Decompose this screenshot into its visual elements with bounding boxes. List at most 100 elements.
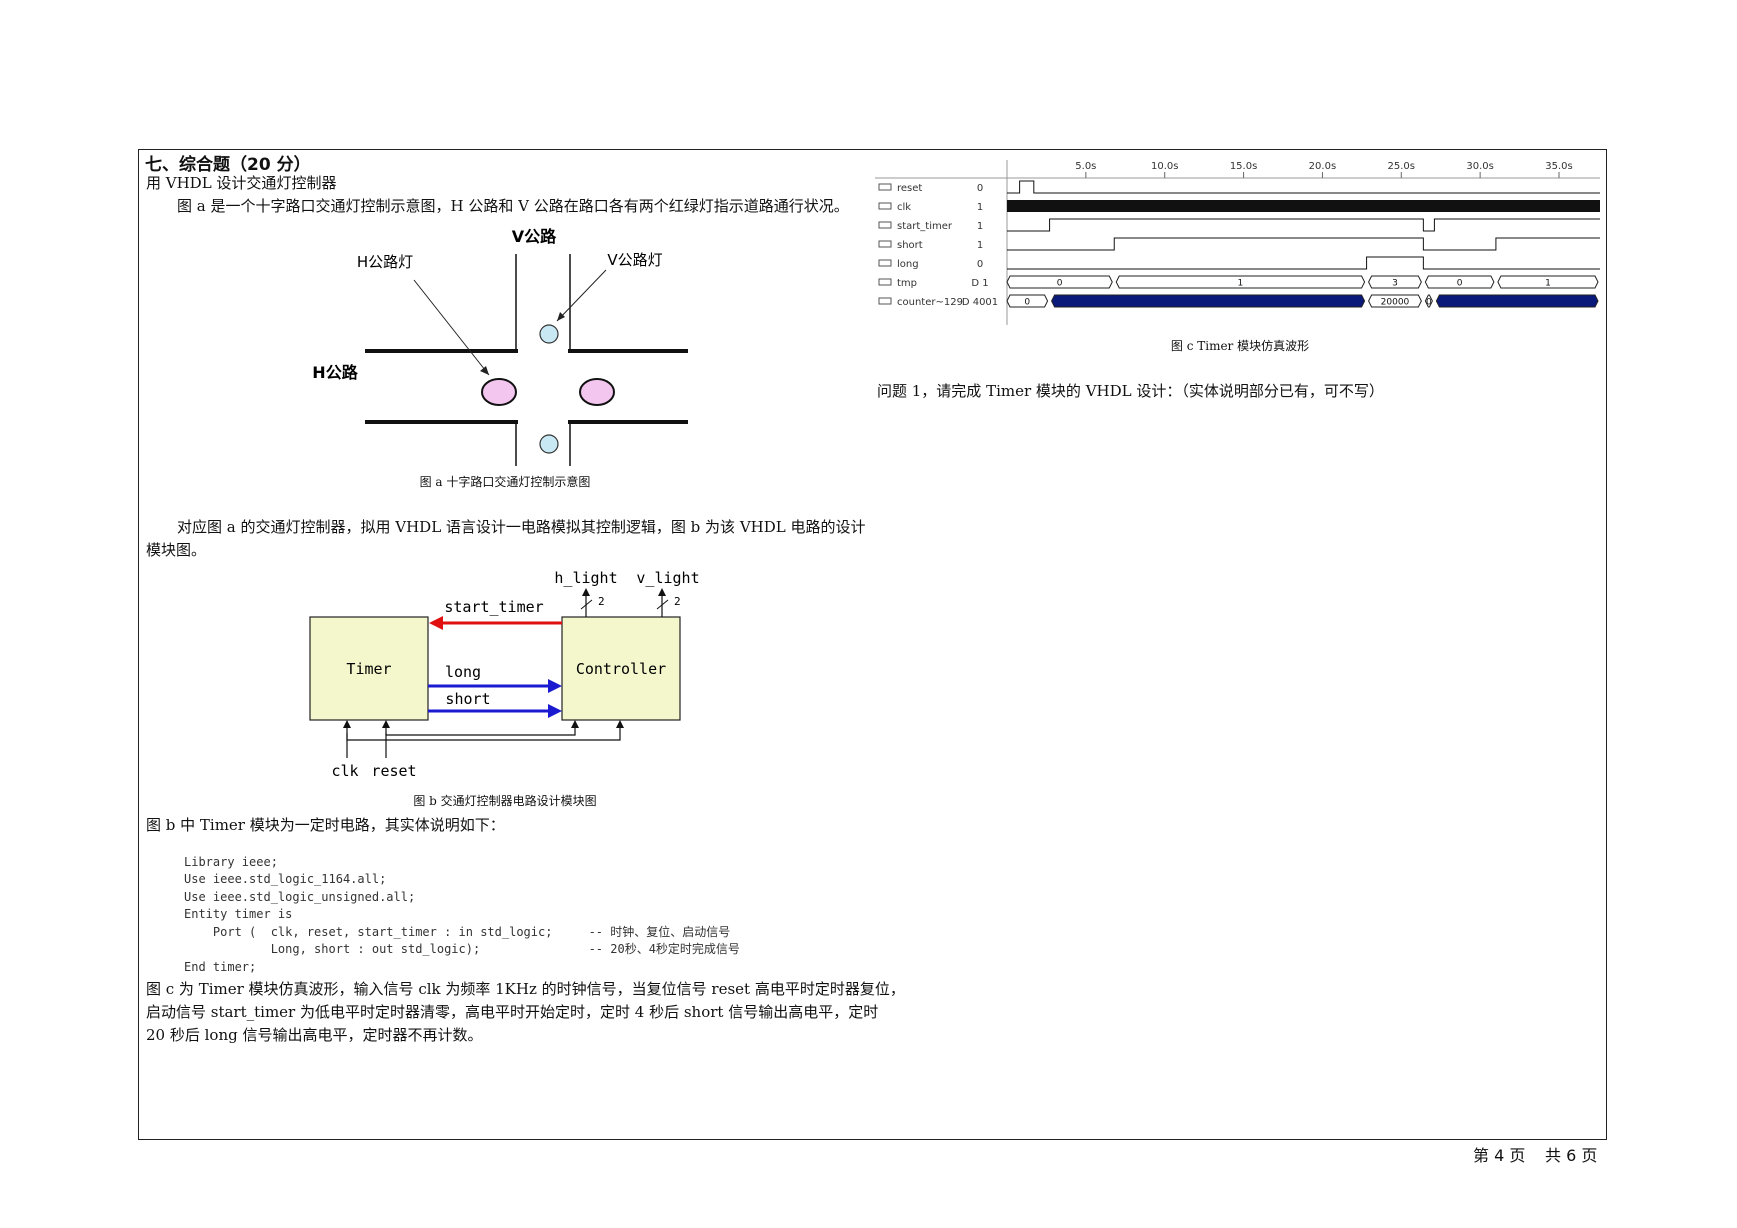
clk-input-arrowhead [343, 720, 351, 728]
h-light-width: 2 [598, 595, 605, 608]
h-light-output-arrowhead [582, 588, 590, 596]
signal-value: D 4001 [962, 297, 998, 308]
para-b-line2: 模块图。 [146, 541, 207, 559]
page-number: 第 4 页 [1473, 1146, 1526, 1165]
signal-type-icon [878, 240, 892, 248]
figure-a-intersection: V公路 H公路灯 V公路灯 H公路 [312, 227, 688, 466]
time-tick-label: 15.0s [1230, 161, 1257, 172]
h-road-label: H公路 [312, 363, 358, 382]
section-subtitle: 用 VHDL 设计交通灯控制器 [146, 174, 337, 192]
bus-segment [1006, 275, 1113, 289]
h-light-arrowhead [480, 366, 489, 375]
clk-to-controller-arrowhead [616, 720, 624, 728]
short-arrowhead [548, 704, 562, 718]
signal-name: start_timer [897, 221, 953, 232]
exam-frame [138, 149, 1607, 1140]
start-timer-trace [1007, 218, 1600, 232]
bus-segment [1368, 294, 1422, 308]
time-tick-label: 25.0s [1388, 161, 1415, 172]
reset-input-arrowhead [382, 720, 390, 728]
short-label: short [445, 690, 490, 708]
bus-segment-value: 0 [1457, 279, 1463, 289]
bus-segment-value: 0 [1057, 279, 1063, 289]
signal-type-icon [878, 297, 892, 305]
h-light-right [579, 378, 615, 406]
signal-type-icon [878, 221, 892, 229]
bus-segment [1424, 294, 1433, 308]
signal-type-icon [878, 259, 892, 267]
signal-value: 0 [977, 259, 983, 270]
time-tick-label: 30.0s [1466, 161, 1493, 172]
timer-block [309, 616, 429, 721]
bus-segment-value: 0 [1024, 298, 1030, 308]
v-light-width: 2 [674, 595, 681, 608]
clk-to-controller-wire [346, 725, 621, 741]
code-line: End timer; [184, 959, 257, 974]
bus-segment-value: 1 [1545, 279, 1551, 289]
bus-segment [1368, 275, 1422, 289]
bus-segment-value: 1 [1238, 279, 1244, 289]
figure-b-block-diagram: Timer Controller start_timer long short … [309, 569, 700, 780]
h-light-left [481, 378, 517, 406]
para-c-line1: 图 c 为 Timer 模块仿真波形，输入信号 clk 为频率 1KHz 的时钟… [146, 980, 905, 998]
time-tick-label: 35.0s [1545, 161, 1572, 172]
signal-value: 1 [977, 240, 983, 251]
v-light-label: V公路灯 [607, 251, 662, 269]
question-1: 问题 1，请完成 Timer 模块的 VHDL 设计：（实体说明部分已有，可不写… [877, 382, 1384, 400]
v-light-arrowhead [557, 312, 565, 321]
v-light-top [539, 324, 559, 344]
clk-trace [1007, 200, 1600, 212]
signal-name: tmp [897, 278, 917, 289]
signal-type-icon [878, 183, 892, 191]
signal-type-icon [878, 278, 892, 286]
clk-label: clk [331, 762, 358, 780]
start-timer-arrowhead [429, 616, 443, 630]
v-light-bottom [539, 434, 559, 454]
code-line: Library ieee; [184, 854, 278, 869]
vhdl-entity-code: Library ieee; Use ieee.std_logic_1164.all… [184, 836, 740, 976]
v-light-bus-slash [656, 599, 669, 610]
reset-trace [1007, 180, 1600, 194]
signal-type-icon [878, 202, 892, 210]
code-line: Use ieee.std_logic_1164.all; [184, 872, 387, 886]
long-label: long [445, 663, 481, 681]
controller-label: Controller [576, 660, 666, 678]
bus-segment [1424, 275, 1495, 289]
time-tick-label: 5.0s [1075, 161, 1096, 172]
signal-value: 0 [977, 183, 983, 194]
code-line: Entity timer is [184, 907, 293, 921]
signal-name: short [897, 240, 923, 251]
code-line: Port ( clk, reset, start_timer : in std_… [184, 924, 731, 939]
time-tick-label: 10.0s [1151, 161, 1178, 172]
intro-paragraph: 图 a 是一个十字路口交通灯控制示意图，H 公路和 V 公路在路口各有两个红绿灯… [177, 197, 849, 215]
h-light-pointer [413, 279, 490, 376]
reset-to-controller-arrowhead [571, 720, 579, 728]
signal-value: D 1 [971, 278, 988, 289]
signal-name: clk [897, 202, 911, 213]
code-line: Use ieee.std_logic_unsigned.all; [184, 889, 416, 904]
short-trace [1007, 237, 1600, 251]
bus-segment [1435, 294, 1599, 308]
bus-segment [1497, 275, 1599, 289]
figure-a-caption: 图 a 十字路口交通灯控制示意图 [419, 475, 591, 489]
v-light-output-arrowhead [658, 588, 666, 596]
signal-name: long [897, 259, 919, 270]
bus-segment-value: 0 [1426, 298, 1432, 308]
signal-value: 1 [977, 202, 983, 213]
start-timer-label: start_timer [444, 598, 543, 616]
bus-segment-value: 3 [1392, 279, 1398, 289]
v-light-pointer [556, 269, 607, 322]
signal-value: 1 [977, 221, 983, 232]
signal-name: counter~129 [897, 297, 963, 308]
timer-label: Timer [346, 660, 391, 678]
page-total: 共 6 页 [1545, 1146, 1598, 1165]
v-light-output-label: v_light [636, 569, 699, 587]
section-title: 七、综合题（20 分） [145, 155, 311, 175]
reset-to-controller-wire [385, 725, 576, 736]
controller-block [561, 616, 681, 721]
para-b-line1: 对应图 a 的交通灯控制器，拟用 VHDL 语言设计一电路模拟其控制逻辑，图 b… [177, 518, 866, 536]
entity-intro: 图 b 中 Timer 模块为一定时电路，其实体说明如下： [146, 816, 505, 834]
time-tick-label: 20.0s [1309, 161, 1336, 172]
code-line: Long, short : out std_logic); -- 20秒、4秒定… [184, 942, 740, 956]
